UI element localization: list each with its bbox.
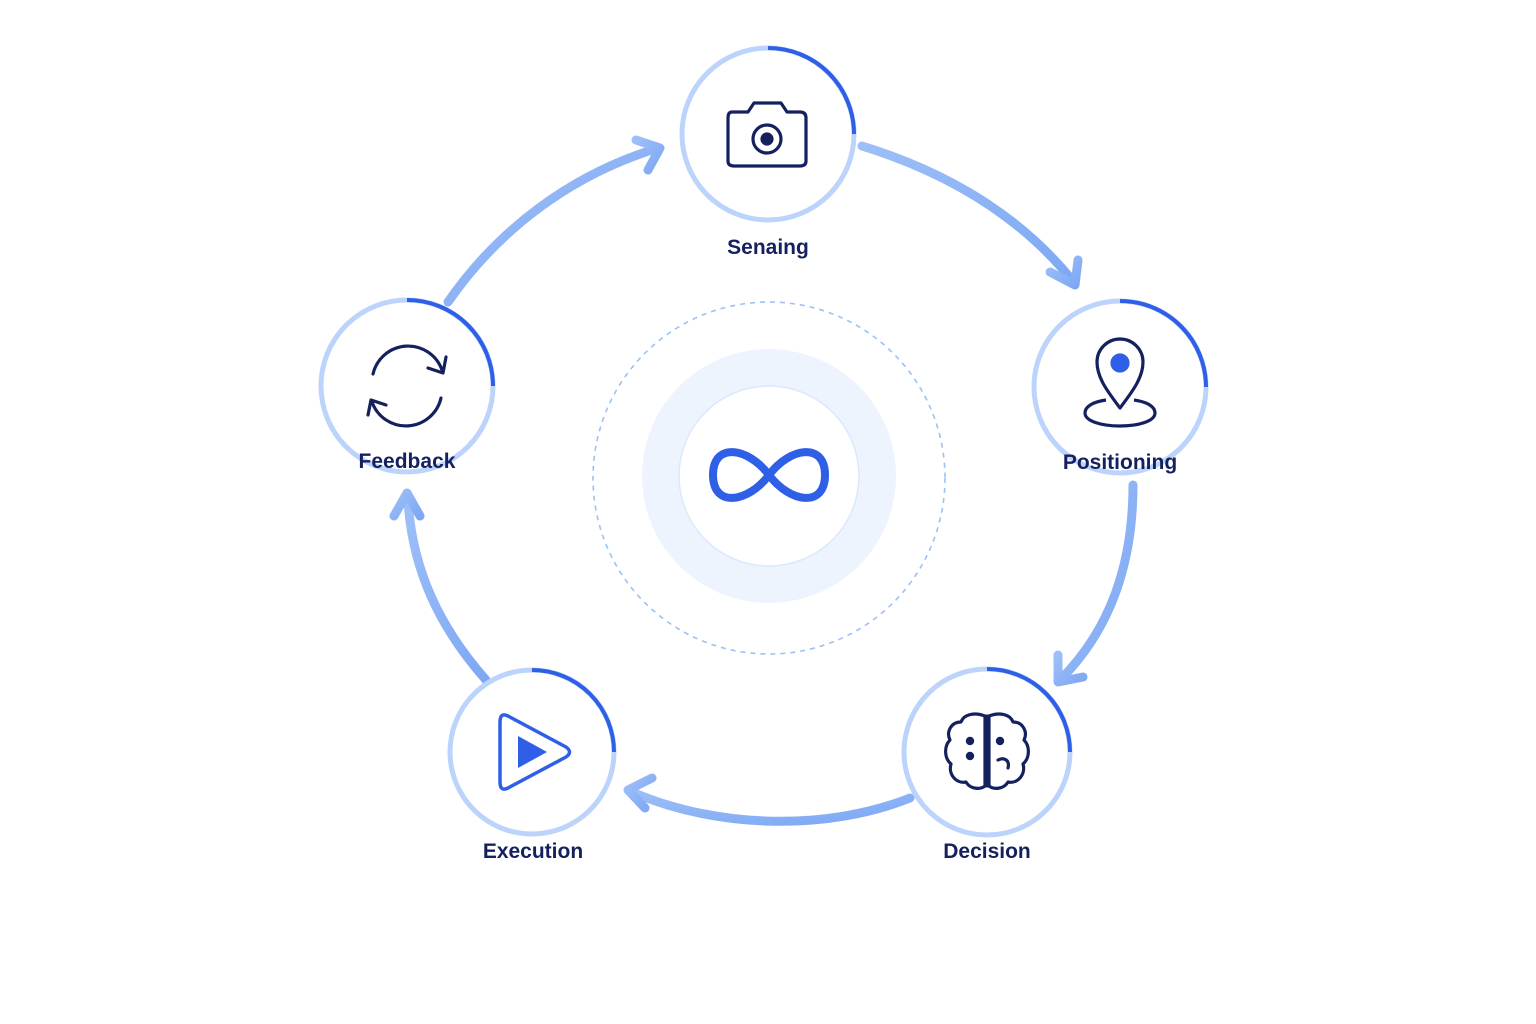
node-progress-arc xyxy=(767,46,856,135)
center-dashed-ring xyxy=(592,301,946,655)
center-hub xyxy=(592,301,946,655)
node-positioning: Positioning xyxy=(1031,298,1209,476)
node-progress-arc xyxy=(1119,299,1208,388)
node-progress-arc xyxy=(986,667,1072,753)
arrow-positioning-to-decision xyxy=(1053,480,1138,687)
node-progress-arc xyxy=(406,298,495,387)
node-feedback: Feedback xyxy=(318,297,496,475)
play-icon xyxy=(498,713,572,791)
node-execution: Execution xyxy=(447,667,617,863)
arrow-feedback-to-sensing xyxy=(443,135,665,307)
node-decision: Decision xyxy=(901,666,1073,863)
node-label-sensing: Senaing xyxy=(727,236,809,259)
refresh-icon xyxy=(366,344,448,428)
flow-arrows xyxy=(389,135,1138,826)
arrow-execution-to-feedback xyxy=(389,488,491,685)
infinity-icon xyxy=(709,448,829,502)
arrow-decision-to-execution xyxy=(623,773,915,826)
brain-icon xyxy=(944,712,1030,790)
node-label-positioning: Positioning xyxy=(1063,451,1177,474)
node-progress-arc xyxy=(531,668,616,753)
location-pin-icon xyxy=(1083,337,1157,428)
arrow-sensing-to-positioning xyxy=(857,141,1083,290)
node-label-feedback: Feedback xyxy=(359,450,456,473)
node-label-decision: Decision xyxy=(943,840,1031,863)
node-label-execution: Execution xyxy=(483,840,583,863)
node-sensing: Senaing xyxy=(679,45,857,259)
camera-icon xyxy=(726,101,808,168)
